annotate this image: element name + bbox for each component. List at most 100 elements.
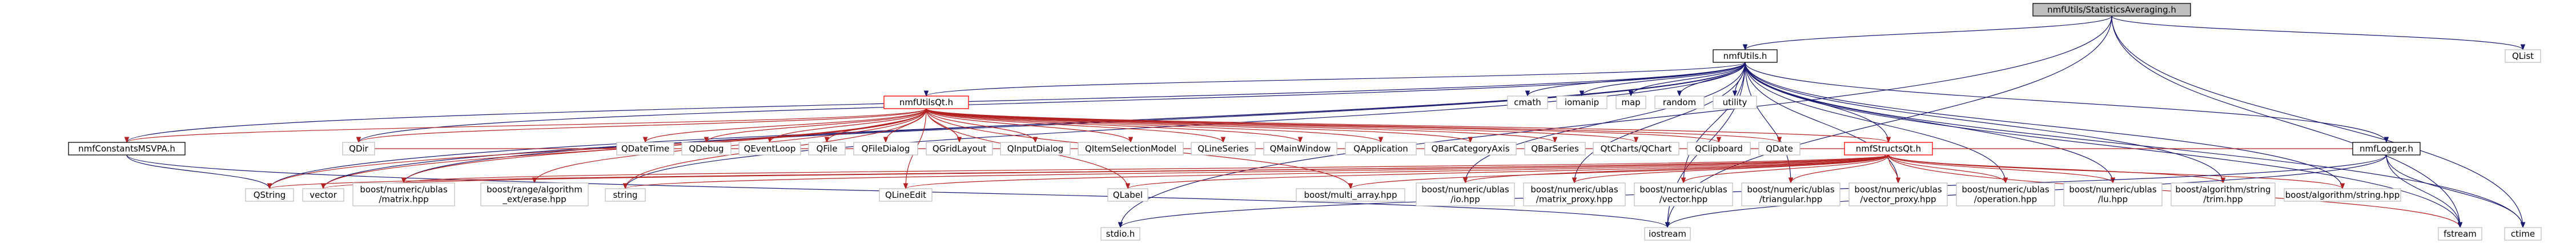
node-qfile[interactable]: QFile bbox=[808, 142, 846, 156]
edge-structs-to-io bbox=[1462, 154, 1889, 184]
edge-utils-to-io bbox=[1462, 62, 1746, 184]
edge-utils-to-matrixproxy bbox=[1572, 62, 1746, 184]
node-qbarcat[interactable]: QBarCategoryAxis bbox=[1424, 142, 1517, 156]
node-label: QtCharts/QChart bbox=[1601, 144, 1672, 154]
node-qfiledialog[interactable]: QFileDialog bbox=[853, 142, 918, 156]
node-logger[interactable]: nmfLogger.h bbox=[2352, 142, 2421, 156]
node-box bbox=[1713, 49, 1778, 63]
node-iostream[interactable]: iostream bbox=[1644, 227, 1691, 241]
node-cmath[interactable]: cmath bbox=[1507, 95, 1548, 109]
node-ctime[interactable]: ctime bbox=[2504, 227, 2542, 241]
edge-consts-to-qstring bbox=[126, 154, 272, 190]
edge-utils-to-trim bbox=[1745, 62, 2226, 184]
node-layer: nmfUtils/StatisticsAveraging.hnmfUtils.h… bbox=[68, 3, 2542, 241]
node-matrix[interactable]: boost/numeric/ublas/matrix.hpp bbox=[352, 182, 455, 206]
edge-qt-to-qclipboard bbox=[926, 108, 1721, 144]
node-qdebug[interactable]: QDebug bbox=[681, 142, 732, 156]
node-utils[interactable]: nmfUtils.h bbox=[1713, 49, 1778, 63]
node-multiarray[interactable]: boost/multi_array.hpp bbox=[1296, 188, 1405, 202]
node-box bbox=[1615, 95, 1646, 109]
node-label: QEventLoop bbox=[744, 144, 796, 154]
node-box bbox=[605, 188, 646, 202]
node-string[interactable]: string bbox=[605, 188, 646, 202]
node-qdatetime[interactable]: QDateTime bbox=[616, 142, 674, 156]
node-qlabel[interactable]: QLabel bbox=[1107, 188, 1148, 202]
node-qchart[interactable]: QtCharts/QChart bbox=[1593, 142, 1679, 156]
node-label: _ext/erase.hpp bbox=[502, 194, 566, 205]
node-trim[interactable]: boost/algorithm/string/trim.hpp bbox=[2171, 182, 2276, 206]
node-box bbox=[1345, 142, 1417, 156]
edge-structs-to-qlabel bbox=[1126, 154, 1889, 190]
node-lu[interactable]: boost/numeric/ublas/lu.hpp bbox=[2063, 182, 2163, 206]
node-vector[interactable]: vector bbox=[302, 188, 344, 202]
node-qclipboard[interactable]: QClipboard bbox=[1687, 142, 1751, 156]
node-algstring[interactable]: boost/algorithm/string.hpp bbox=[2284, 188, 2401, 202]
node-qlineedit[interactable]: QLineEdit bbox=[879, 188, 933, 202]
node-fstream[interactable]: fstream bbox=[2438, 227, 2482, 241]
node-qdir[interactable]: QDir bbox=[342, 142, 375, 156]
edge-utils-to-qstring bbox=[267, 62, 1746, 190]
node-box bbox=[352, 182, 455, 206]
edge-logger-to-fstream bbox=[2386, 154, 2463, 229]
node-erase[interactable]: boost/range/algorithm_ext/erase.hpp bbox=[480, 182, 589, 206]
node-box bbox=[879, 188, 933, 202]
node-qt[interactable]: nmfUtilsQt.h bbox=[883, 95, 969, 109]
node-label: QMainWindow bbox=[1270, 144, 1331, 154]
node-label: fstream bbox=[2444, 229, 2477, 239]
node-label: ctime bbox=[2511, 229, 2535, 239]
node-box bbox=[68, 142, 186, 156]
node-random[interactable]: random bbox=[1654, 95, 1705, 109]
node-qlineseries[interactable]: QLineSeries bbox=[1191, 142, 1256, 156]
node-triangular[interactable]: boost/numeric/ublas/triangular.hpp bbox=[1741, 182, 1840, 206]
node-box bbox=[808, 142, 846, 156]
node-matrixproxy[interactable]: boost/numeric/ublas/matrix_proxy.hpp bbox=[1523, 182, 1626, 206]
node-io[interactable]: boost/numeric/ublas/io.hpp bbox=[1416, 182, 1515, 206]
node-label: QBarSeries bbox=[1531, 144, 1579, 154]
edge-structs-to-trim bbox=[1888, 154, 2226, 184]
edge-qt-to-qmainwindow bbox=[926, 108, 1303, 144]
node-stdio[interactable]: stdio.h bbox=[1100, 227, 1140, 241]
edge-utils-to-vectorhpp bbox=[1681, 62, 1746, 184]
node-qmainwindow[interactable]: QMainWindow bbox=[1263, 142, 1337, 156]
node-qgridlayout[interactable]: QGridLayout bbox=[926, 142, 993, 156]
node-label: /trim.hpp bbox=[2203, 194, 2243, 205]
node-qapplication[interactable]: QApplication bbox=[1345, 142, 1417, 156]
node-label: QDate bbox=[1766, 144, 1793, 154]
node-box bbox=[1758, 142, 1801, 156]
edge-utils-to-qt bbox=[924, 62, 1746, 97]
node-box bbox=[2171, 182, 2276, 206]
node-qstring[interactable]: QString bbox=[245, 188, 294, 202]
edge-structs-to-vector bbox=[321, 154, 1889, 190]
node-qinputdialog[interactable]: QInputDialog bbox=[1000, 142, 1071, 156]
edge-root-to-stdio bbox=[1118, 15, 2112, 229]
node-consts[interactable]: nmfConstantsMSVPA.h bbox=[68, 142, 186, 156]
node-qbarseries[interactable]: QBarSeries bbox=[1524, 142, 1586, 156]
node-box bbox=[302, 188, 344, 202]
node-label: QLineEdit bbox=[885, 190, 926, 200]
node-box bbox=[2438, 227, 2482, 241]
node-operation[interactable]: boost/numeric/ublas/operation.hpp bbox=[1956, 182, 2055, 206]
node-structs[interactable]: nmfStructsQt.h bbox=[1844, 142, 1933, 156]
node-label: /io.hpp bbox=[1450, 194, 1480, 205]
node-vectorhpp[interactable]: boost/numeric/ublas/vector.hpp bbox=[1634, 182, 1733, 206]
node-label: QItemSelectionModel bbox=[1085, 144, 1176, 154]
node-box bbox=[1713, 95, 1757, 109]
node-utility[interactable]: utility bbox=[1713, 95, 1757, 109]
edge-structs-to-algstring bbox=[1888, 154, 2345, 190]
node-qeventloop[interactable]: QEventLoop bbox=[738, 142, 801, 156]
node-box bbox=[1263, 142, 1337, 156]
edge-qt-to-qitemsel bbox=[926, 108, 1134, 144]
node-map[interactable]: map bbox=[1615, 95, 1646, 109]
edge-utils-to-ctime bbox=[1745, 62, 2526, 229]
node-label: QDir bbox=[349, 144, 369, 154]
node-box bbox=[1593, 142, 1679, 156]
node-label: boost/numeric/ublas bbox=[1854, 185, 1942, 195]
node-vectorproxy[interactable]: boost/numeric/ublas/vector_proxy.hpp bbox=[1848, 182, 1948, 206]
node-label: /vector_proxy.hpp bbox=[1860, 194, 1936, 205]
node-qitemsel[interactable]: QItemSelectionModel bbox=[1078, 142, 1184, 156]
node-qdate[interactable]: QDate bbox=[1758, 142, 1801, 156]
node-qlist[interactable]: QList bbox=[2505, 49, 2541, 63]
node-label: /vector.hpp bbox=[1659, 194, 1708, 205]
edge-qt-to-qlineseries bbox=[926, 108, 1226, 144]
node-iomanip[interactable]: iomanip bbox=[1556, 95, 1608, 109]
